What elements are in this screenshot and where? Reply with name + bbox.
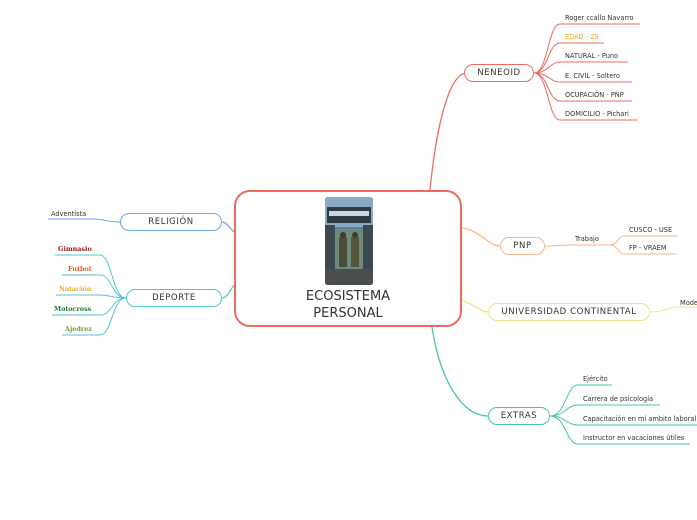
extras-item-instructor[interactable]: Instructor en vacaciones útiles [583,434,684,443]
extras-item-capacitacion[interactable]: Capacitación en mi ambito laboral [583,415,697,424]
link-central-deporte [222,285,234,298]
link-central-neneoid [430,73,466,190]
religion-item[interactable]: Adventista [51,210,86,219]
deporte-item-motocross[interactable]: Motocross [54,305,91,314]
topic-universidad[interactable]: UNIVERSIDAD CONTINENTAL [488,303,650,321]
neneoid-item-domicilio[interactable]: DOMICILIO - Pichari [565,110,629,119]
central-photo [325,197,373,285]
central-topic[interactable]: ECOSISTEMA PERSONAL [234,190,462,327]
topic-deporte[interactable]: DEPORTE [126,289,222,307]
pnp-trabajo[interactable]: Trabajo [575,235,599,244]
link-central-religion [222,222,234,232]
extras-item-psicologia[interactable]: Carrera de psicología [583,395,653,404]
pnp-item-fp[interactable]: FP - VRAEM [629,244,667,253]
topic-extras[interactable]: EXTRAS [488,407,550,425]
topic-religion[interactable]: RELIGIÓN [120,213,222,231]
neneoid-item-civil[interactable]: E. CIVIL - Soltero [565,72,620,81]
deporte-item-ajedrez[interactable]: Ajedrez [65,325,92,334]
central-title-line2: PERSONAL [236,305,460,322]
link-religion-item [48,219,120,222]
deporte-item-gimnasio[interactable]: Gimnasio [58,245,92,254]
universidad-item[interactable]: Mode [680,299,697,308]
link-central-pnp [462,228,500,246]
neneoid-item-name[interactable]: Roger ccallo Navarro [565,14,634,23]
deporte-item-futbol[interactable]: Futbol [68,265,91,274]
neneoid-item-edad[interactable]: EDAD - 25 [565,33,599,42]
link-central-extras [432,327,488,416]
central-title: ECOSISTEMA PERSONAL [236,288,460,322]
pnp-item-cusco[interactable]: CUSCO - USE [629,226,672,235]
deporte-item-natacion[interactable]: Natación [59,285,91,294]
link-central-universidad [462,300,488,312]
central-title-line1: ECOSISTEMA [236,288,460,305]
topic-neneoid[interactable]: NENEOID [464,64,534,82]
link-pnp-trabajo [545,245,610,246]
topic-pnp[interactable]: PNP [500,237,545,255]
extras-item-ejercito[interactable]: Ejército [583,375,608,384]
neneoid-item-ocupacion[interactable]: OCUPACIÓN - PNP [565,91,624,100]
neneoid-item-natural[interactable]: NATURAL - Puno [565,52,618,61]
